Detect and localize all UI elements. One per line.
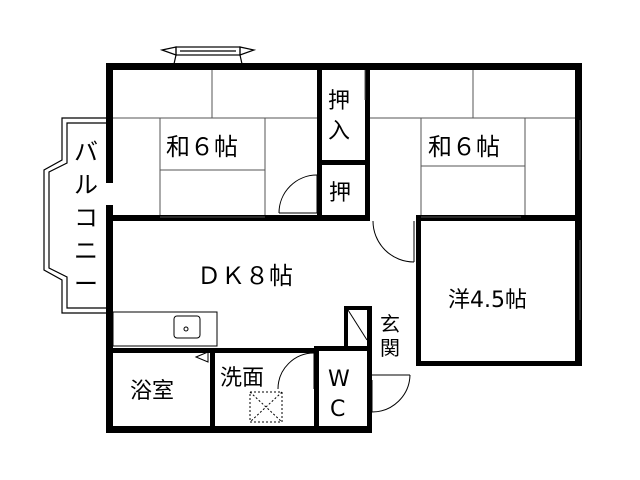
closet-small-label: 押 xyxy=(329,181,351,206)
room-label-washitsu-east: 和６帖 xyxy=(428,133,500,161)
toilet-label: W C xyxy=(328,367,350,422)
balcony xyxy=(43,117,107,314)
door-swings xyxy=(277,174,415,413)
balcony-char: ー xyxy=(74,270,98,298)
walls xyxy=(106,63,582,433)
toilet-char: W xyxy=(328,367,350,392)
room-label-dk: ＤＫ８帖 xyxy=(197,262,293,290)
room-label-washroom: 洗面 xyxy=(220,366,264,391)
balcony-char: バ xyxy=(74,138,98,166)
balcony-label: バ ル コ ニ ー xyxy=(74,138,98,298)
balcony-char: ル xyxy=(74,171,98,199)
bay-window xyxy=(159,46,257,65)
toilet-char: C xyxy=(330,397,345,422)
floor-drain xyxy=(249,391,283,423)
room-label-bath: 浴室 xyxy=(130,379,174,404)
balcony-char: コ xyxy=(74,204,98,232)
closet-large-label: 押 入 xyxy=(328,89,350,144)
thin-lines xyxy=(112,70,581,363)
entrance-label: 玄 関 xyxy=(380,312,400,360)
closet-large-char: 入 xyxy=(328,119,350,144)
balcony-char: ニ xyxy=(74,237,98,265)
room-label-yoshitsu: 洋4.5帖 xyxy=(448,288,527,313)
closet-small-char: 押 xyxy=(329,181,351,206)
closet-large-char: 押 xyxy=(328,89,350,114)
entrance-char: 玄 xyxy=(380,312,400,336)
entrance-char: 関 xyxy=(380,336,400,360)
room-label-washitsu-west: 和６帖 xyxy=(166,133,238,161)
